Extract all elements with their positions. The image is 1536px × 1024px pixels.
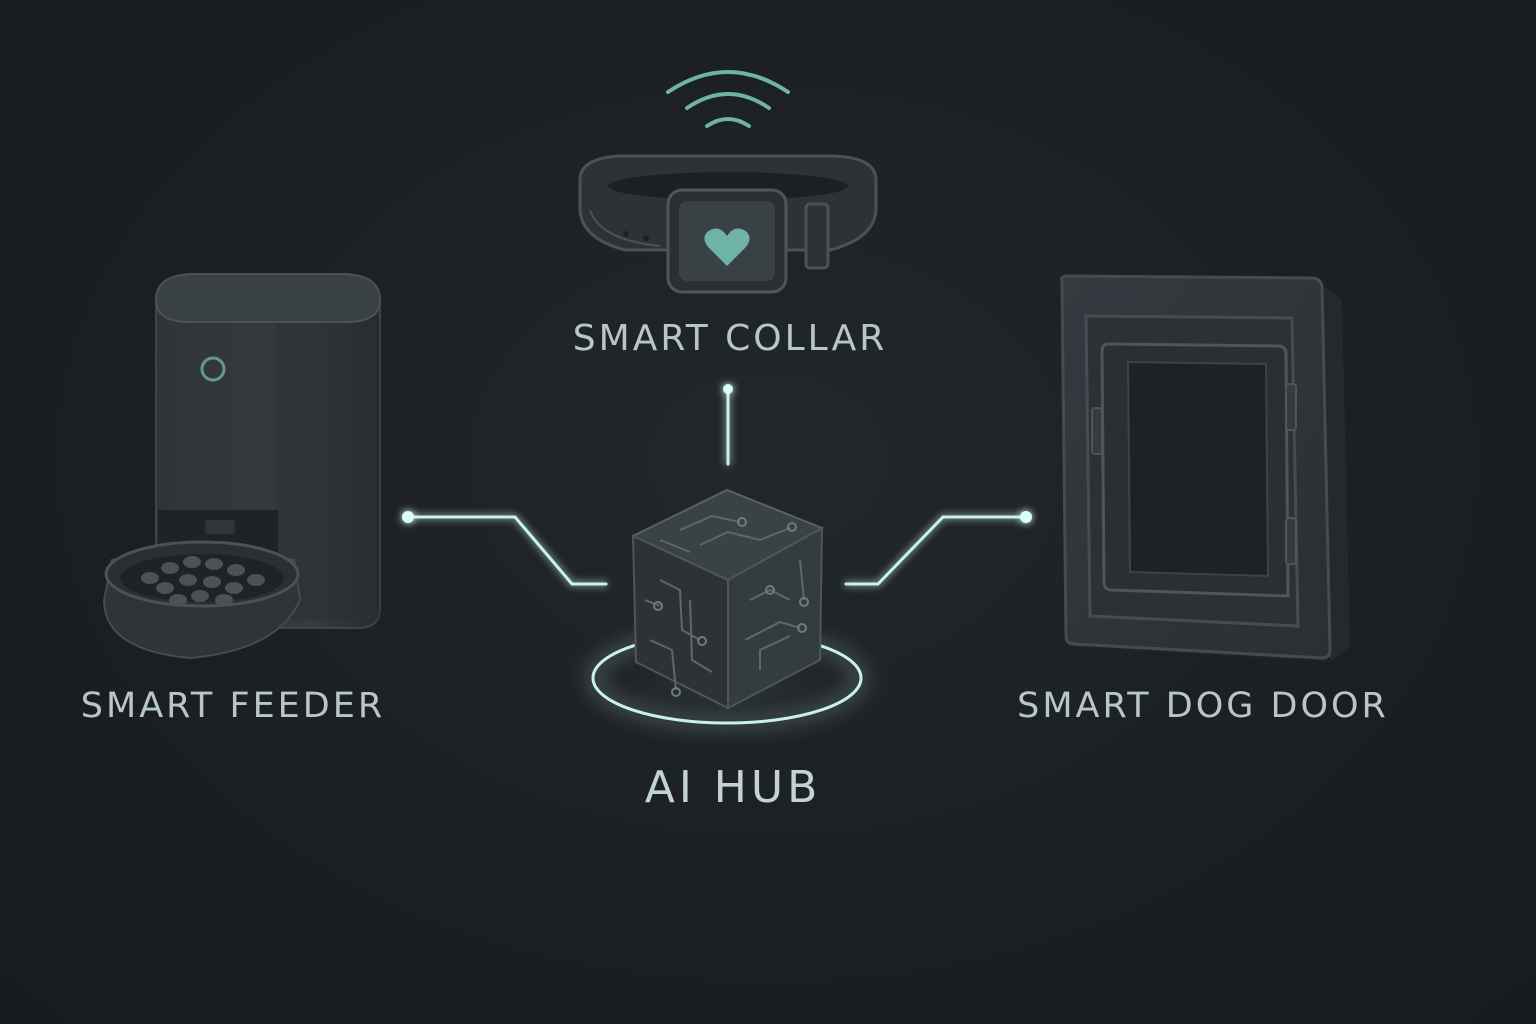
cube-right: [727, 526, 824, 710]
label-smart-feeder: SMART FEEDER: [80, 686, 386, 726]
ai-hub-cube-icon: [577, 488, 877, 735]
heart-icon: [704, 228, 750, 266]
node-door: [1020, 511, 1032, 523]
smart-collar-icon: [578, 70, 878, 294]
circuit-traces: [644, 514, 805, 691]
circuit-pads: [653, 517, 809, 697]
label-smart-dog-door: SMART DOG DOOR: [1017, 686, 1389, 726]
kibble: [141, 556, 265, 606]
connector-door-hub: [844, 515, 1028, 586]
smart-dog-door-icon: [1060, 274, 1350, 662]
connector-nodes: [402, 384, 1032, 523]
node-feeder: [402, 511, 414, 523]
wifi-signal-icon: [666, 70, 790, 128]
label-smart-collar: SMART COLLAR: [572, 318, 888, 359]
label-ai-hub: AI HUB: [644, 762, 822, 813]
connector-lines: [406, 390, 1028, 586]
connector-feeder-hub: [406, 515, 608, 586]
smart-feeder-icon: [102, 273, 382, 660]
node-collar: [723, 384, 733, 394]
